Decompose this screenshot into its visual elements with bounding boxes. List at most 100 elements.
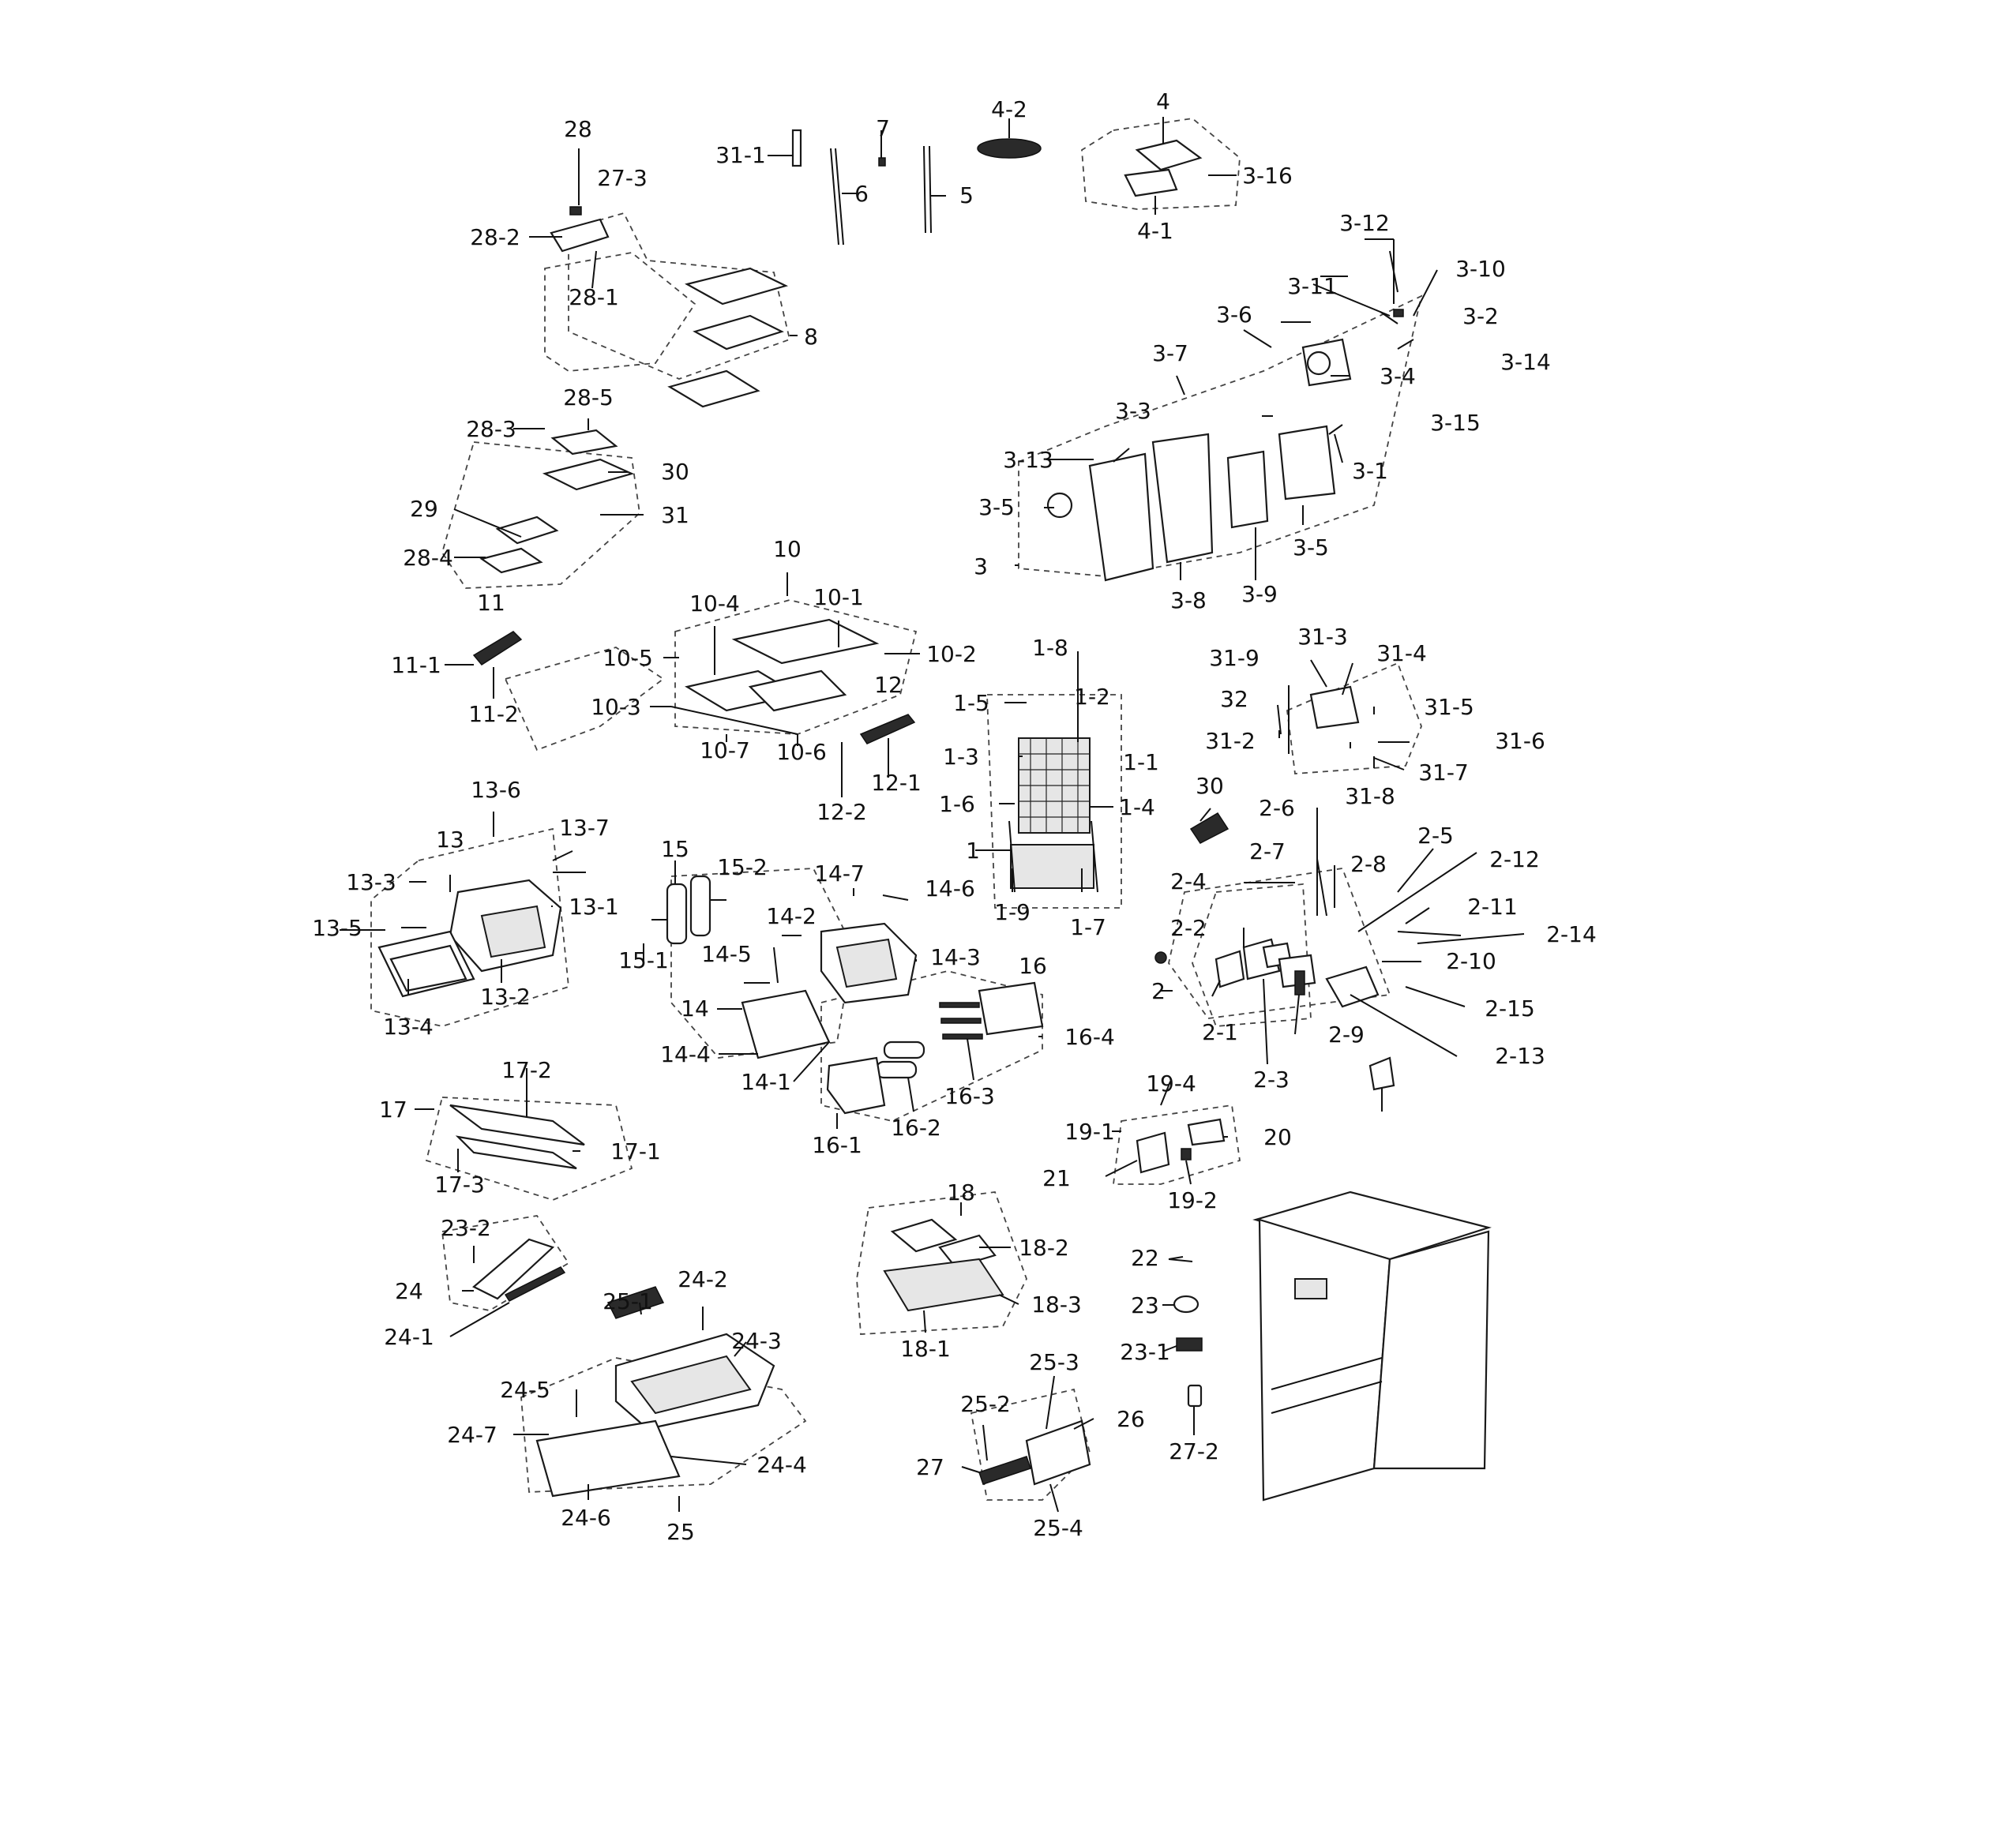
label-10-2: 10-2 [926,641,977,667]
label-3-3: 3-3 [1115,398,1151,424]
label-17-3: 17-3 [434,1172,485,1198]
trim-11-shape [472,631,523,666]
label-3-16: 3-15 [1430,410,1481,436]
rail-6-shape [923,145,926,234]
label-12-1: 12-1 [871,770,922,796]
label-24-2: 24-4 [756,1452,807,1478]
label-10: 10 [773,536,802,562]
label-13-7: 13-7 [559,815,610,841]
shelf-9-b-shape [693,314,784,351]
label-3-14: 3-14 [1500,349,1551,375]
label-24-5: 24-7 [447,1422,497,1448]
label-14-7: 14-7 [814,861,865,887]
label-23-1: 24 [395,1278,423,1304]
label-3-4: 3-4 [1380,363,1416,389]
label-10-7: 10-7 [700,737,750,763]
label-29: 31-1 [715,142,766,168]
label-2-13: 2-13 [1495,1043,1545,1069]
label-1-8: 1-8 [1032,635,1068,661]
label-30: 30 [1196,773,1224,799]
label-10-5: 10-5 [603,645,653,671]
group-outlines [370,118,1423,1501]
label-13-1: 13-1 [569,894,619,920]
label-28: 28-3 [466,416,516,442]
label-14-3: 14-3 [930,944,981,970]
label-13-3: 13-3 [346,869,396,895]
label-5: 4-2 [991,96,1027,122]
label-3-8: 3-8 [1170,587,1207,613]
label-31-3: 31-5 [1424,694,1474,720]
label-10-4: 10-4 [689,591,740,617]
label-2-1: 2-1 [1202,1019,1238,1045]
label-28-3: 29 [410,496,438,522]
label-19-1: 19-2 [1167,1187,1218,1213]
filter-cover-shape [550,218,610,253]
label-14-2: 14-2 [766,903,817,929]
label-21: 23 [1131,1292,1159,1318]
label-3-15: 3-5 [978,494,1015,520]
label-13-4: 13-4 [383,1014,434,1040]
label-12-2: 12-2 [817,799,867,825]
label-24-6: 25 [666,1519,695,1545]
label-1-9: 1-9 [994,899,1031,925]
housing-4-1-shape [1135,139,1203,171]
label-3-1: 3-1 [1352,458,1388,484]
label-25-4: 27 [916,1454,944,1480]
label-31-4: 31-6 [1495,728,1545,754]
label-31-2: 31-4 [1376,640,1427,666]
rail-7-shape [830,148,839,246]
label-25: 25-2 [960,1391,1011,1417]
label-10-6: 10-6 [776,739,827,765]
label-14-1: 14-1 [741,1069,791,1095]
label-18-3: 18-3 [1031,1292,1082,1318]
label-1-5: 1-5 [953,690,989,716]
label-16-3: 16-3 [944,1083,995,1109]
screw-8-shape [878,157,886,167]
label-2-10: 2-10 [1446,948,1496,974]
label-26: 27-2 [1169,1438,1219,1464]
label-19: 19-1 [1064,1119,1115,1145]
shelf-9-a-shape [685,267,789,306]
cover-5-shape [977,138,1042,159]
rail-29-shape [791,129,802,167]
label-2-14: 2-14 [1546,921,1597,947]
label-3-10: 3-10 [1455,256,1506,282]
label-3-11: 3-11 [1287,273,1338,299]
label-2-12: 2-12 [1489,846,1540,872]
label-18-1: 18-1 [900,1336,951,1362]
label-3-9: 3-9 [1241,581,1278,607]
label-10-1: 10-1 [813,584,864,610]
label-15: 15 [661,836,689,862]
label-4: 3-16 [1242,163,1293,189]
label-19-3: 20 [1263,1124,1292,1150]
label-28-4: 30 [661,459,689,485]
label-2-4: 2-4 [1170,868,1207,894]
label-4-1: 4 [1156,88,1170,114]
label-24-4: 24-6 [561,1505,611,1531]
label-27-2: 28-1 [569,284,619,310]
label-13-6: 13-6 [471,777,521,803]
label-25-3: 26 [1117,1406,1145,1432]
label-14-4: 14-4 [660,1041,711,1067]
label-11: 11 [477,590,505,616]
label-16-4: 16-4 [1064,1024,1115,1050]
label-13-5: 13-5 [312,915,362,941]
label-11-1: 11-1 [391,652,441,678]
label-2-15: 2-15 [1485,995,1535,1022]
label-2-8: 2-8 [1350,851,1387,877]
label-28-2: 28-5 [563,384,614,411]
label-3-2: 3-2 [1462,303,1499,329]
label-3-5: 3-5 [1293,534,1329,561]
label-19-4: 21 [1042,1165,1071,1191]
label-17: 17 [379,1097,407,1123]
label-1-4: 1-4 [1119,794,1155,820]
label-1-2: 1-2 [1074,684,1110,710]
label-15-2: 15-2 [717,854,768,880]
label-11-2: 11-2 [468,701,519,727]
label-3-13: 3-13 [1003,447,1053,473]
label-27: 27-3 [597,165,648,191]
label-2-5: 2-5 [1417,823,1454,849]
filter-cap-shape [569,206,582,216]
label-2-2: 2-2 [1170,915,1207,941]
